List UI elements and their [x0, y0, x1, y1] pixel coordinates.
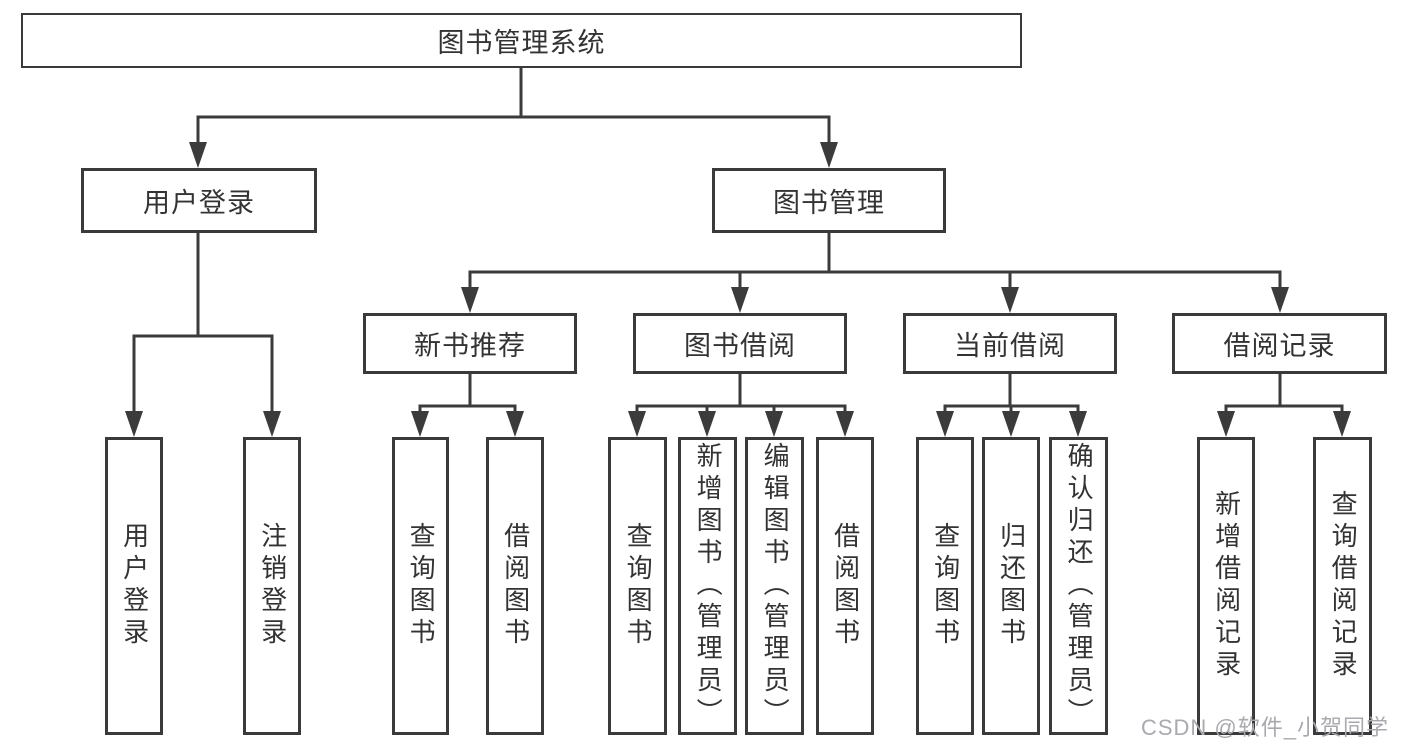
leaf-borrow-books-recommend: 借阅图书: [486, 437, 544, 735]
node-book-management-label: 图书管理: [773, 188, 885, 218]
node-library-system: 图书管理系统: [21, 13, 1022, 68]
node-new-book-recommend-label: 新书推荐: [414, 331, 526, 361]
node-book-borrow: 图书借阅: [633, 313, 847, 374]
leaf-query-books-borrow: 查询图书: [608, 437, 667, 735]
node-borrow-records-label: 借阅记录: [1223, 331, 1336, 361]
leaf-return-book: 归还图书: [982, 437, 1040, 735]
leaf-logout: 注销登录: [243, 437, 301, 735]
leaf-user-login: 用户登录: [105, 437, 163, 735]
leaf-edit-book-admin: 编辑图书（管理员）: [745, 437, 804, 735]
csdn-watermark: CSDN @软件_小贺同学: [1140, 715, 1389, 740]
leaf-query-books-current: 查询图书: [916, 437, 974, 735]
node-book-borrow-label: 图书借阅: [684, 331, 796, 361]
leaf-confirm-return-admin: 确认归还（管理员）: [1049, 437, 1108, 735]
node-current-borrow: 当前借阅: [903, 313, 1117, 374]
leaf-add-book-admin: 新增图书（管理员）: [678, 437, 737, 735]
node-user-login-label: 用户登录: [143, 188, 255, 218]
leaf-query-borrow-record: 查询借阅记录: [1313, 437, 1372, 735]
node-new-book-recommend: 新书推荐: [363, 313, 577, 374]
node-current-borrow-label: 当前借阅: [954, 331, 1066, 361]
node-user-login: 用户登录: [81, 168, 317, 233]
node-library-system-label: 图书管理系统: [437, 28, 606, 58]
leaf-add-borrow-record: 新增借阅记录: [1197, 437, 1255, 735]
node-borrow-records: 借阅记录: [1172, 313, 1387, 374]
leaf-query-books-recommend: 查询图书: [392, 437, 449, 735]
node-book-management: 图书管理: [712, 168, 946, 233]
leaf-borrow-books: 借阅图书: [816, 437, 874, 735]
